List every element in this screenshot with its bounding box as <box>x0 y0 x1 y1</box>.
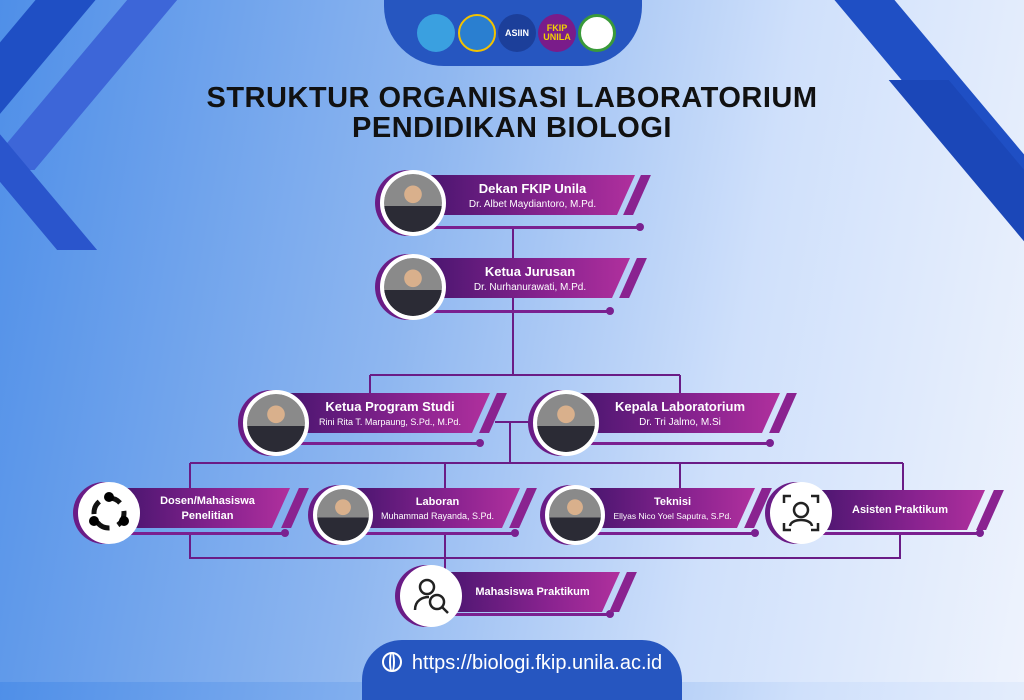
role: Ketua Program Studi <box>325 399 455 414</box>
team-icon <box>78 482 140 544</box>
role: Asisten Praktikum <box>852 504 948 516</box>
underline <box>260 439 484 447</box>
role: Laboran <box>415 495 460 508</box>
avatar <box>533 390 599 456</box>
assistant-icon <box>770 482 832 544</box>
person-name: Rini Rita T. Marpaung, S.Pd., M.Pd. <box>319 417 461 427</box>
avatar <box>545 485 605 545</box>
person-name: Muhammad Rayanda, S.Pd. <box>380 510 495 521</box>
node-asisten: Asisten Praktikum <box>815 490 985 530</box>
person-name: Dr. Tri Jalmo, M.Si <box>639 416 721 428</box>
person-name: Dr. Albet Maydiantoro, M.Pd. <box>468 198 597 210</box>
role: Dosen/Mahasiswa <box>160 494 255 507</box>
role: Ketua Jurusan <box>484 263 576 279</box>
person-name: Ellyas Nico Yoel Saputra, S.Pd. <box>613 510 732 521</box>
role: Kepala Laboratorium <box>614 398 746 414</box>
avatar <box>243 390 309 456</box>
avatar <box>313 485 373 545</box>
student-search-icon <box>400 565 462 627</box>
node-mahasiswa-praktikum: Mahasiswa Praktikum <box>445 572 620 612</box>
role: Dekan FKIP Unila <box>478 180 587 196</box>
underline <box>400 223 644 231</box>
logo-biologi <box>578 14 616 52</box>
underline <box>790 529 984 537</box>
underline <box>550 439 774 447</box>
avatar <box>380 170 446 236</box>
logo-asiin: ASIIN <box>498 14 536 52</box>
logo-unila <box>458 14 496 52</box>
avatar <box>380 254 446 320</box>
underline <box>560 529 759 537</box>
person-name: Dr. Nurhanurawati, M.Pd. <box>473 281 587 293</box>
underline <box>330 529 519 537</box>
globe-icon <box>381 652 402 672</box>
role: Mahasiswa Praktikum <box>475 586 590 598</box>
underline <box>420 610 614 618</box>
page-title-line2: PENDIDIKAN BIOLOGI <box>352 112 672 144</box>
logo-tutwuri <box>417 14 455 52</box>
role-line2: Penelitian <box>181 509 234 522</box>
role: Teknisi <box>653 495 692 508</box>
underline <box>100 529 289 537</box>
website-url[interactable]: https://biologi.fkip.unila.ac.id <box>411 652 663 674</box>
underline <box>400 307 614 315</box>
page-title-line1: STRUKTUR ORGANISASI LABORATORIUM <box>206 82 818 114</box>
connector-lines <box>189 228 904 575</box>
website-link[interactable]: https://biologi.fkip.unila.ac.id <box>362 640 682 700</box>
